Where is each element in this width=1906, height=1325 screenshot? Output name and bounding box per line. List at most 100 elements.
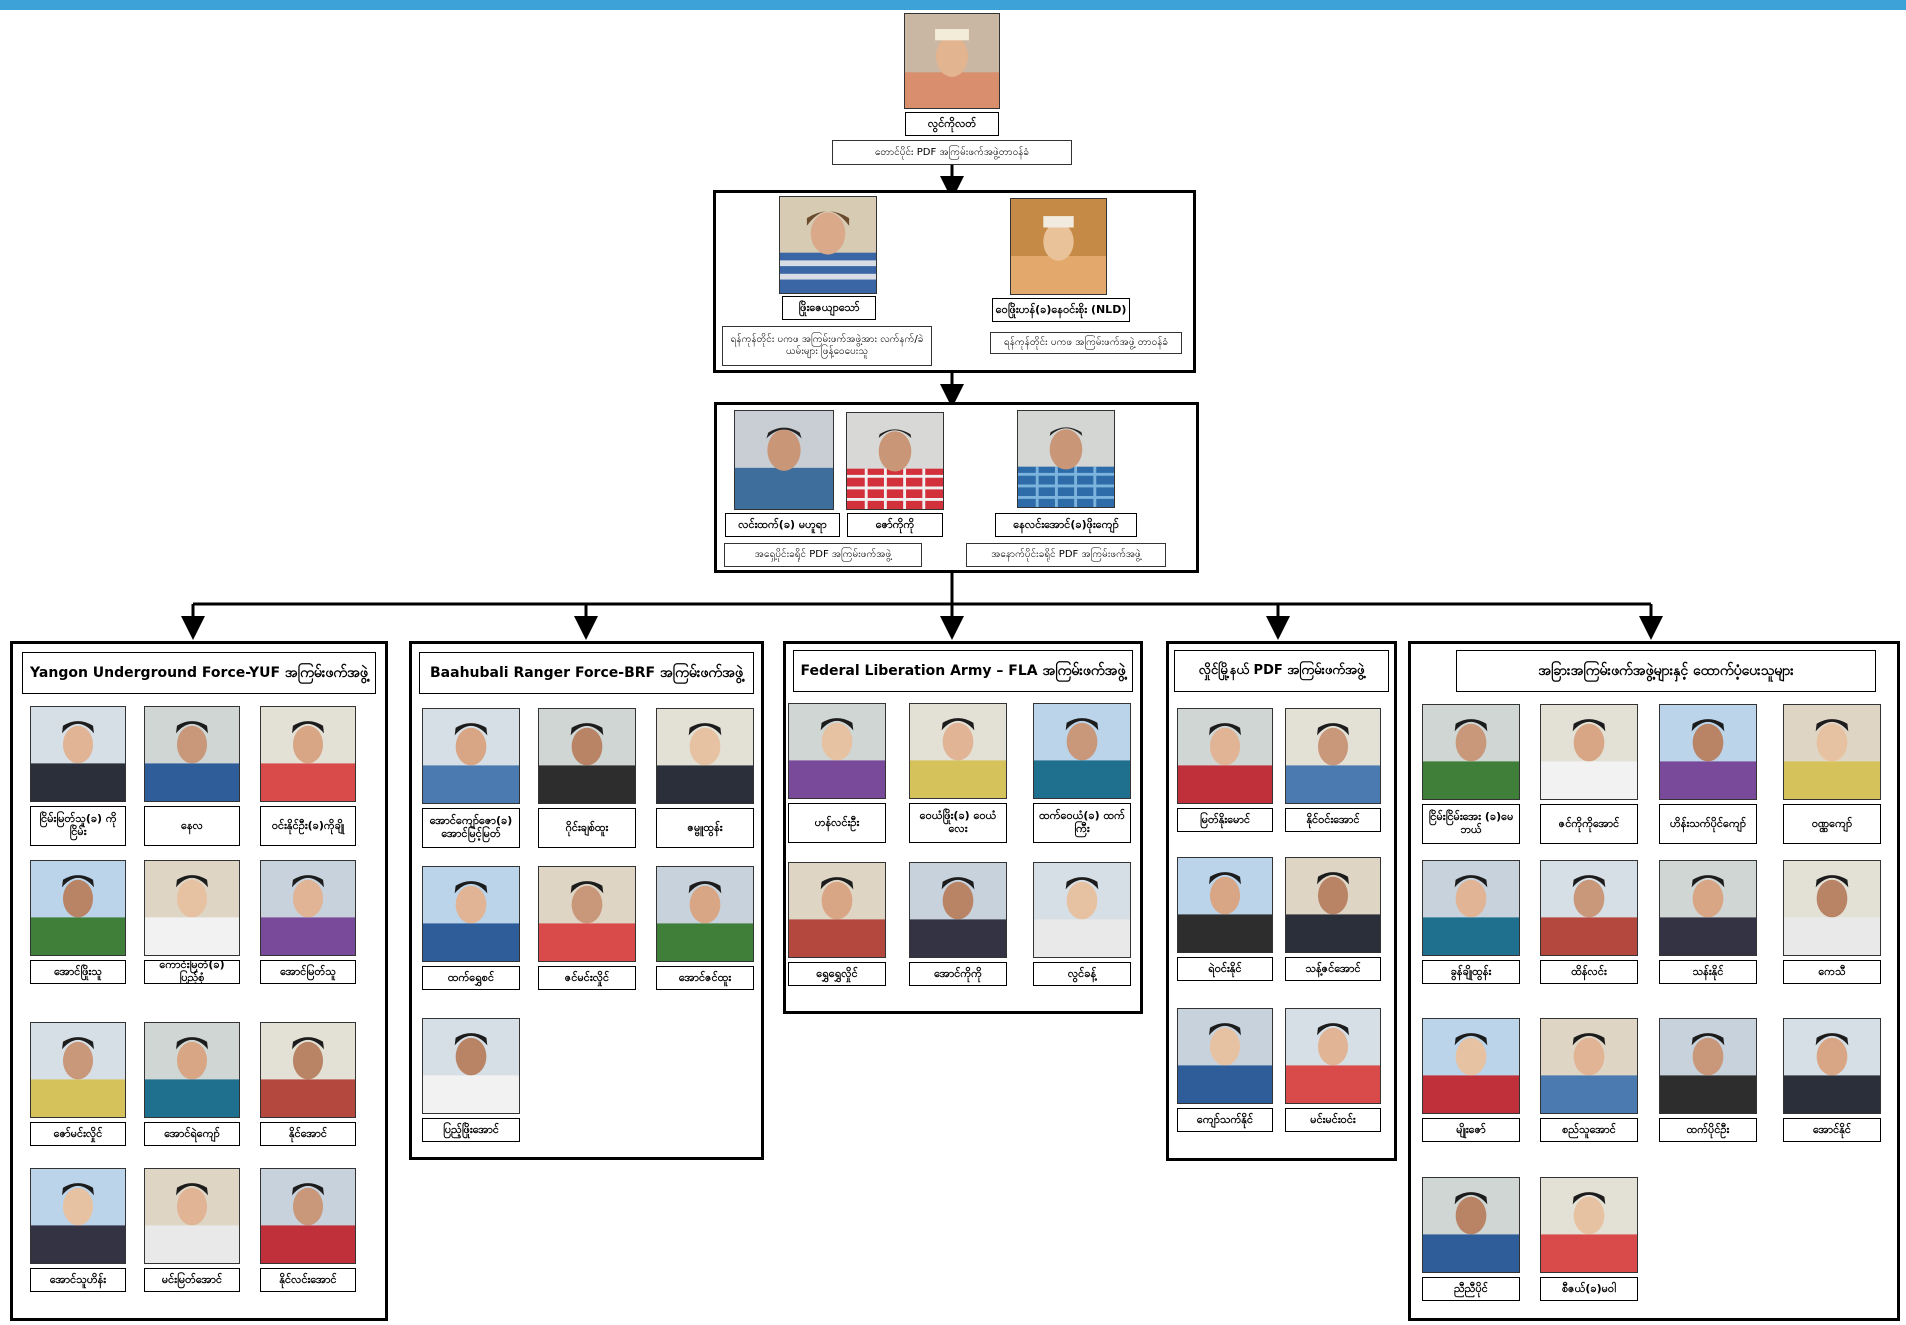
member-photo: [144, 706, 240, 802]
member-name-label: နိုင်လင်းအောင်: [260, 1268, 356, 1292]
member-name-label: ဟန်လင်းဦး: [788, 803, 886, 843]
member-photo: [30, 1168, 126, 1264]
member-name-label: အောင်ဖြိုးသူ: [30, 960, 126, 984]
member-photo: [656, 866, 754, 962]
member-photo: [260, 860, 356, 956]
tier2-name-1: ဖြိုးဇေယျာသော်: [782, 296, 876, 320]
member-name-label: လွင်ခန့်: [1033, 962, 1131, 986]
member-name-label: သန်းနိုင်: [1659, 960, 1757, 984]
member-name-label: မြတ်နိုးမောင်: [1177, 808, 1273, 832]
member-photo: [538, 866, 636, 962]
top-leader-role: တောင်ပိုင်း PDF အကြမ်းဖက်အဖွဲ့တာဝန်ခံ: [832, 140, 1072, 165]
member-photo: [422, 866, 520, 962]
member-name-label: ဝေယံဖြိုး(ခ) ဝေယံလေး: [909, 803, 1007, 843]
member-name-label: ပြည့်ဖြိုးအောင်: [422, 1118, 520, 1142]
tier2-name-2: ဝေဖြိုးဟန်(ခ)နေဝင်းစိုး (NLD): [992, 298, 1130, 322]
tier3-name-1: လင်းထက်(ခ) မဟူရာ: [725, 513, 840, 537]
member-photo: [144, 860, 240, 956]
member-name-label: သန့်ဇင်အောင်: [1285, 957, 1381, 981]
member-name-label: ညီညီပိုင်: [1422, 1277, 1520, 1301]
tier3-role-2: အနောက်ပိုင်းခရိုင် PDF အကြမ်းဖက်အဖွဲ့: [966, 543, 1166, 567]
member-photo: [788, 862, 886, 958]
member-name-label: ဇော်မင်းလှိုင်: [30, 1122, 126, 1146]
member-name-label: ကျော်သက်နိုင်: [1177, 1108, 1273, 1132]
member-photo: [30, 706, 126, 802]
member-photo: [1422, 1018, 1520, 1114]
member-photo: [1422, 860, 1520, 956]
member-name-label: ထက်ပိုင်ဦး: [1659, 1118, 1757, 1142]
member-photo: [1783, 704, 1881, 800]
member-name-label: ငြိမ်းငြိမ်းအေး (ခ)မေဘယ်: [1422, 804, 1520, 844]
portrait-photo: [779, 196, 877, 294]
group-fla-title: Federal Liberation Army – FLA အကြမ်းဖက်အ…: [793, 650, 1133, 692]
member-name-label: ထိန်လင်း: [1540, 960, 1638, 984]
member-photo: [1540, 1177, 1638, 1273]
tier3-name-2: ဇော်ကိုကို: [847, 513, 943, 537]
member-photo: [909, 862, 1007, 958]
member-name-label: ဝဏ္ဏကျော်: [1783, 804, 1881, 844]
member-photo: [30, 1022, 126, 1118]
member-name-label: ငြိမ်းမြတ်သူ(ခ) ကိုငြိမ်း: [30, 806, 126, 846]
member-photo: [1285, 1008, 1381, 1104]
member-photo: [1285, 708, 1381, 804]
group-hlaing-title: လှိုင်မြို့နယ် PDF အကြမ်းဖက်အဖွဲ့: [1174, 650, 1389, 692]
member-name-label: အောင်ရဲကျော်: [144, 1122, 240, 1146]
portrait-photo: [846, 412, 944, 510]
member-name-label: မင်းမင်းဝင်း: [1285, 1108, 1381, 1132]
member-name-label: နိုင်ဝင်းအောင်: [1285, 808, 1381, 832]
member-photo: [1540, 704, 1638, 800]
member-name-label: ဇင်မင်းလှိုင်: [538, 966, 636, 990]
member-name-label: ထက်ဝေယံ(ခ) ထက်ကြီး: [1033, 803, 1131, 843]
member-name-label: ရဲဝင်းနိုင်: [1177, 957, 1273, 981]
member-photo: [538, 708, 636, 804]
member-photo: [1177, 1008, 1273, 1104]
member-name-label: နေလ: [144, 806, 240, 846]
member-photo: [422, 1018, 520, 1114]
member-photo: [260, 706, 356, 802]
member-photo: [1783, 1018, 1881, 1114]
member-name-label: မျိုးဇော်: [1422, 1118, 1520, 1142]
member-photo: [788, 703, 886, 799]
member-name-label: ရွှေရွှေလှိုင်: [788, 962, 886, 986]
member-photo: [1422, 704, 1520, 800]
portrait-photo: [734, 410, 834, 510]
member-name-label: အောင်နိုင်: [1783, 1118, 1881, 1142]
member-photo: [1659, 704, 1757, 800]
member-name-label: ကေသီ: [1783, 960, 1881, 984]
member-name-label: အောင်ကျော်ဇော(ခ) အောင်မြင့်မြတ်: [422, 808, 520, 848]
member-photo: [1033, 862, 1131, 958]
member-photo: [1177, 857, 1273, 953]
member-name-label: ဟိန်းသက်ပိုင်ကျော်: [1659, 804, 1757, 844]
member-photo: [144, 1022, 240, 1118]
member-photo: [909, 703, 1007, 799]
portrait-photo: [904, 13, 1000, 109]
member-photo: [30, 860, 126, 956]
top-accent-bar: [0, 0, 1906, 10]
group-others-title: အခြားအကြမ်းဖက်အဖွဲ့များနှင့် ထောက်ပံ့ပေး…: [1456, 650, 1876, 692]
member-name-label: ဝင်းနိုင်ဦး(ခ)ကိုချို: [260, 806, 356, 846]
member-name-label: အောင်သူဟိန်း: [30, 1268, 126, 1292]
member-name-label: ကောင်းမြတ်(ခ) ပြည့်စုံ: [144, 960, 240, 984]
tier2-role-1: ရန်ကုန်တိုင်း ပကဖ အကြမ်းဖက်အဖွဲ့အား လက်န…: [722, 326, 932, 366]
member-name-label: မင်းမြတ်အောင်: [144, 1268, 240, 1292]
member-photo: [1783, 860, 1881, 956]
member-photo: [1540, 1018, 1638, 1114]
member-photo: [1177, 708, 1273, 804]
member-name-label: စီဇယ်(ခ)မဝါ: [1540, 1277, 1638, 1301]
member-name-label: ထက်ရွှေစင်: [422, 966, 520, 990]
portrait-photo: [1017, 410, 1115, 508]
member-photo: [656, 708, 754, 804]
member-photo: [1422, 1177, 1520, 1273]
group-yuf-title: Yangon Underground Force-YUF အကြမ်းဖက်အဖ…: [22, 652, 376, 694]
member-photo: [144, 1168, 240, 1264]
member-name-label: ခွန်ချိုထွန်း: [1422, 960, 1520, 984]
member-photo: [1285, 857, 1381, 953]
top-leader-name: လွင်ကိုလတ်: [905, 112, 999, 136]
member-photo: [260, 1022, 356, 1118]
member-name-label: အောင်မြတ်သူ: [260, 960, 356, 984]
member-name-label: အောင်ဇင်ထူး: [656, 966, 754, 990]
member-photo: [422, 708, 520, 804]
member-name-label: နိုင်အောင်: [260, 1122, 356, 1146]
